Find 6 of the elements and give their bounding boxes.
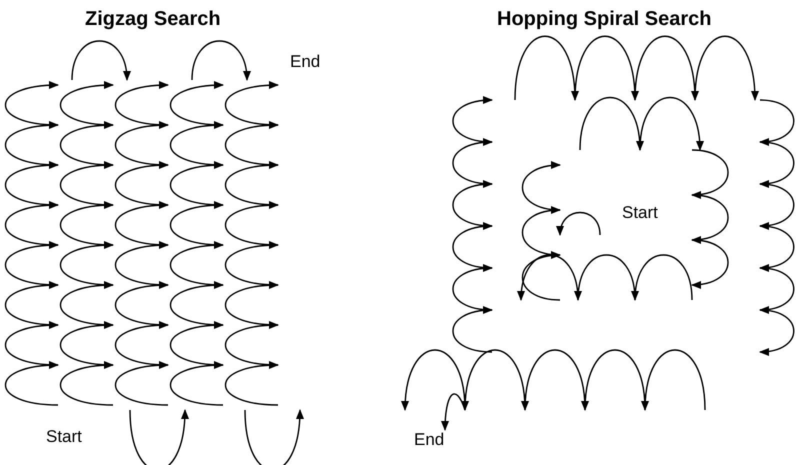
panel-title: Hopping Spiral Search [497,8,712,31]
path-label: Start [622,203,658,223]
path-label: Start [46,427,82,447]
path-label: End [414,430,444,450]
panel-title: Zigzag Search [85,8,221,31]
path-label: End [290,52,320,72]
